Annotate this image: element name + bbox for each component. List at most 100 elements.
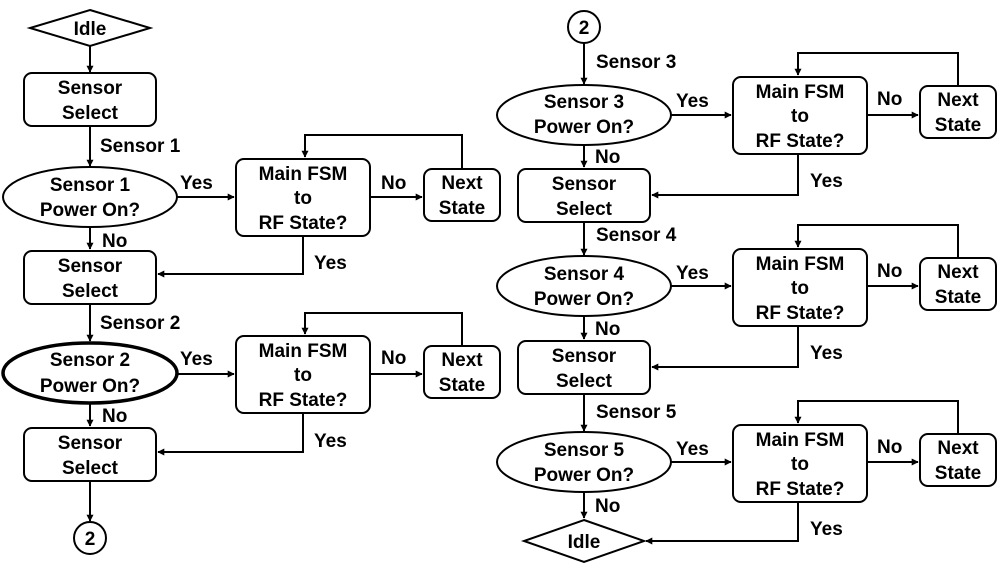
rf-check-line1: Main FSM [756, 254, 845, 275]
power-check-line1: Sensor 1 [50, 175, 131, 196]
edge-next-to-rf-loop-3 [794, 52, 959, 86]
rf-check-node-1: Main FSM to RF State? [235, 158, 371, 237]
sensor-select-line1: Sensor [58, 78, 123, 99]
rf-check-line2: to [294, 188, 312, 209]
edge-rf-yes-5 [645, 502, 799, 545]
power-check-line1: Sensor 2 [50, 350, 130, 371]
sensor-select-line2: Select [62, 458, 119, 479]
next-state-line1: Next [937, 438, 979, 459]
rf-check-line2: to [791, 278, 809, 299]
yes-label: Yes [810, 171, 843, 192]
yes-label: Yes [676, 263, 709, 284]
edge-label-sensor-2: Sensor 2 [100, 313, 180, 334]
no-label: No [877, 89, 902, 110]
rf-check-line3: RF State? [756, 131, 845, 152]
edge-rf-yes-4 [651, 326, 799, 371]
next-state-line1: Next [937, 90, 979, 111]
next-state-node-2: Next State [423, 345, 501, 399]
no-label: No [102, 406, 127, 427]
connector-label: 2 [85, 529, 96, 550]
rf-check-line1: Main FSM [756, 82, 845, 103]
power-check-line2: Power On? [534, 289, 634, 310]
rf-check-node-2: Main FSM to RF State? [235, 335, 371, 414]
sensor-select-node-4: Sensor Select [517, 340, 651, 395]
sensor-select-line1: Sensor [58, 256, 123, 277]
next-state-node-3: Next State [919, 85, 997, 139]
rf-check-line2: to [791, 454, 809, 475]
no-label: No [595, 319, 620, 340]
rf-check-line1: Main FSM [259, 341, 348, 362]
power-check-line1: Sensor 4 [544, 264, 625, 285]
idle-end-node: Idle [520, 518, 648, 564]
sensor-select-line1: Sensor [552, 346, 617, 367]
yes-label: Yes [810, 519, 843, 540]
connector-label: 2 [579, 18, 590, 39]
no-label: No [877, 437, 902, 458]
yes-label: Yes [810, 343, 843, 364]
power-check-node-4: Sensor 4 Power On? [496, 255, 672, 317]
power-check-line2: Power On? [534, 117, 634, 138]
connector-2-out: 2 [73, 521, 107, 555]
sensor-select-node-2: Sensor Select [23, 427, 157, 482]
next-state-node-5: Next State [919, 433, 997, 487]
yes-label: Yes [676, 91, 709, 112]
power-check-node-2: Sensor 2 Power On? [1, 341, 179, 405]
sensor-select-line2: Select [556, 199, 613, 220]
edge-rf-yes-1 [157, 236, 304, 278]
sensor-select-line2: Select [556, 371, 613, 392]
idle-start-node: Idle [26, 8, 154, 48]
sensor-select-line1: Sensor [552, 174, 617, 195]
rf-check-node-4: Main FSM to RF State? [732, 248, 868, 327]
rf-check-line3: RF State? [756, 479, 845, 500]
rf-check-line1: Main FSM [259, 164, 348, 185]
next-state-line2: State [439, 198, 485, 219]
edge-label-sensor-5: Sensor 5 [596, 402, 677, 423]
rf-check-line3: RF State? [259, 390, 348, 411]
next-state-line2: State [935, 115, 981, 136]
no-label: No [102, 231, 127, 252]
no-label: No [381, 173, 406, 194]
no-label: No [381, 348, 406, 369]
next-state-line2: State [935, 463, 981, 484]
edge-label-sensor-4: Sensor 4 [596, 225, 677, 246]
next-state-node-1: Next State [423, 168, 501, 222]
idle-start-label: Idle [74, 19, 107, 40]
yes-label: Yes [180, 349, 213, 370]
no-label: No [877, 261, 902, 282]
next-state-node-4: Next State [919, 257, 997, 311]
power-check-line1: Sensor 3 [544, 92, 624, 113]
rf-check-line1: Main FSM [756, 430, 845, 451]
rf-check-line2: to [294, 365, 312, 386]
edge-rf-yes-2 [157, 413, 304, 456]
edge-label-sensor-1: Sensor 1 [100, 136, 181, 157]
power-check-line1: Sensor 5 [544, 440, 625, 461]
power-check-node-3: Sensor 3 Power On? [496, 84, 672, 146]
yes-label: Yes [180, 173, 213, 194]
edge-next-to-rf-loop-1 [301, 134, 463, 169]
power-check-line2: Power On? [40, 376, 140, 397]
power-check-node-5: Sensor 5 Power On? [496, 431, 672, 493]
next-state-line1: Next [441, 350, 483, 371]
edge-next-to-rf-loop-2 [301, 312, 463, 346]
next-state-line1: Next [441, 173, 483, 194]
sensor-select-node-0: Sensor Select [23, 72, 157, 127]
rf-check-line3: RF State? [756, 303, 845, 324]
sensor-select-node-1: Sensor Select [23, 250, 157, 305]
sensor-select-node-3: Sensor Select [517, 168, 651, 223]
rf-check-node-5: Main FSM to RF State? [732, 424, 868, 503]
next-state-line2: State [935, 287, 981, 308]
rf-check-line3: RF State? [259, 213, 348, 234]
sensor-select-line1: Sensor [58, 433, 123, 454]
power-check-line2: Power On? [40, 200, 140, 221]
idle-end-label: Idle [568, 532, 601, 553]
no-label: No [595, 496, 620, 517]
edge-next-to-rf-loop-4 [794, 224, 959, 258]
next-state-line2: State [439, 375, 485, 396]
edge-label-sensor-3: Sensor 3 [596, 52, 676, 73]
edge-rf-yes-3 [651, 154, 799, 199]
connector-2-in: 2 [567, 10, 601, 44]
sensor-select-line2: Select [62, 281, 119, 302]
power-check-line2: Power On? [534, 465, 634, 486]
rf-check-node-3: Main FSM to RF State? [732, 76, 868, 155]
